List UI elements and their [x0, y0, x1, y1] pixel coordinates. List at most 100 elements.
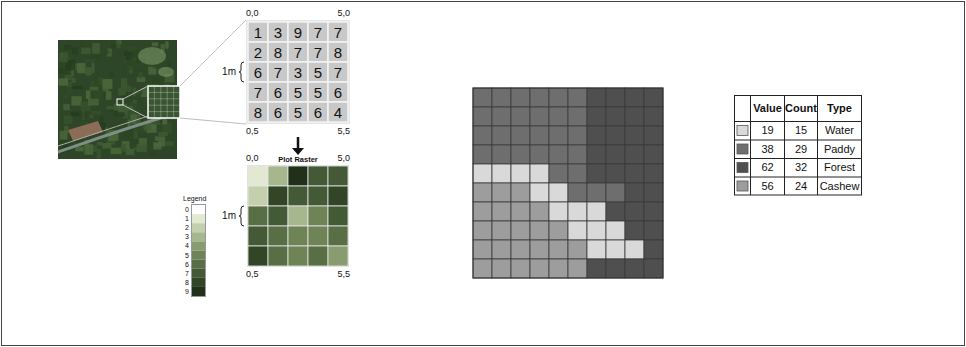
image-texture [97, 149, 101, 159]
legend-swatch [192, 251, 205, 260]
zoom-line [123, 105, 148, 118]
cell-value: 8 [328, 42, 348, 62]
plot-cell [288, 226, 308, 246]
scale-brace [239, 206, 244, 226]
image-texture [123, 56, 126, 63]
image-texture [59, 53, 68, 62]
landcover-cell [473, 126, 492, 145]
landcover-cell [473, 183, 492, 202]
image-texture [92, 83, 98, 87]
image-texture [80, 41, 85, 47]
landcover-cell [606, 202, 625, 221]
landcover-cell [568, 240, 587, 259]
plot-cell [288, 166, 308, 186]
landcover-cell [492, 164, 511, 183]
plot-cell [308, 186, 328, 206]
image-texture [97, 142, 103, 146]
legend-value: 9 [176, 287, 189, 296]
coordinate-label: 0,0 [246, 153, 272, 164]
image-texture [84, 144, 93, 154]
plot-cell [288, 186, 308, 206]
landcover-cell [587, 259, 606, 278]
plot-cell [288, 206, 308, 226]
landcover-cell [473, 240, 492, 259]
raster-cell [248, 102, 268, 122]
landcover-cell [568, 183, 587, 202]
raster-cell [308, 102, 328, 122]
zoom-grid-line [154, 86, 155, 118]
table-cell: 32 [785, 159, 818, 178]
scale-brace [239, 62, 244, 82]
image-texture [77, 63, 86, 73]
cell-value: 3 [268, 22, 288, 42]
clearing [138, 47, 166, 65]
plot-cell [308, 246, 328, 266]
cell-value: 6 [328, 82, 348, 102]
image-texture [152, 42, 158, 46]
image-texture [62, 58, 68, 63]
image-texture [165, 41, 168, 48]
raster-cell [328, 82, 348, 102]
image-texture [151, 151, 154, 156]
table-cell: 15 [785, 122, 818, 141]
image-texture [72, 78, 76, 83]
image-texture [71, 96, 81, 105]
raster-cell [288, 62, 308, 82]
landcover-cell [606, 259, 625, 278]
landcover-cell [644, 202, 663, 221]
table-border [735, 96, 862, 196]
landcover-cell [568, 145, 587, 164]
landcover-cell [644, 259, 663, 278]
landcover-cell [492, 240, 511, 259]
landcover-cell [606, 126, 625, 145]
landcover-cell [492, 221, 511, 240]
raster-cell [308, 82, 328, 102]
grid-frame [247, 165, 349, 267]
landcover-cell [549, 107, 568, 126]
plot-cell [268, 246, 288, 266]
landcover-cell [511, 88, 530, 107]
landcover-cell [606, 240, 625, 259]
legend-value: 2 [176, 223, 189, 232]
landcover-cell [625, 183, 644, 202]
landcover-cell [587, 202, 606, 221]
image-texture [126, 149, 135, 155]
image-texture [126, 62, 137, 70]
image-texture [91, 54, 101, 59]
table-header: Value [751, 96, 785, 122]
image-texture [137, 99, 147, 109]
class-swatch [737, 163, 748, 173]
plot-cell [268, 186, 288, 206]
legend-swatch [192, 260, 205, 269]
raster-cell [328, 62, 348, 82]
image-texture [128, 46, 136, 52]
plot-cell [268, 206, 288, 226]
landcover-cell [587, 88, 606, 107]
image-texture [114, 112, 125, 116]
landcover-cell [568, 202, 587, 221]
zoom-grid-line [160, 86, 161, 118]
plot-cell [328, 246, 348, 266]
selection-square [117, 99, 123, 105]
cell-value: 7 [328, 22, 348, 42]
plot-cell [328, 226, 348, 246]
landcover-cell [625, 126, 644, 145]
landcover-cell [606, 164, 625, 183]
landcover-cell [530, 107, 549, 126]
zoom-grid-line [173, 86, 174, 118]
cell-value: 2 [248, 42, 268, 62]
coordinate-label: 0,5 [246, 126, 272, 137]
table-cell: 56 [751, 177, 785, 196]
landcover-cell [625, 221, 644, 240]
image-texture [60, 131, 68, 140]
raster-cell [288, 102, 308, 122]
image-texture [72, 86, 82, 89]
landcover-cell [644, 107, 663, 126]
landcover-cell [473, 107, 492, 126]
landcover-cell [644, 164, 663, 183]
image-texture [100, 117, 103, 126]
landcover-cell [587, 183, 606, 202]
legend-frame [192, 205, 206, 297]
table-cell: Cashew [818, 177, 862, 196]
zoom-line [180, 118, 246, 124]
